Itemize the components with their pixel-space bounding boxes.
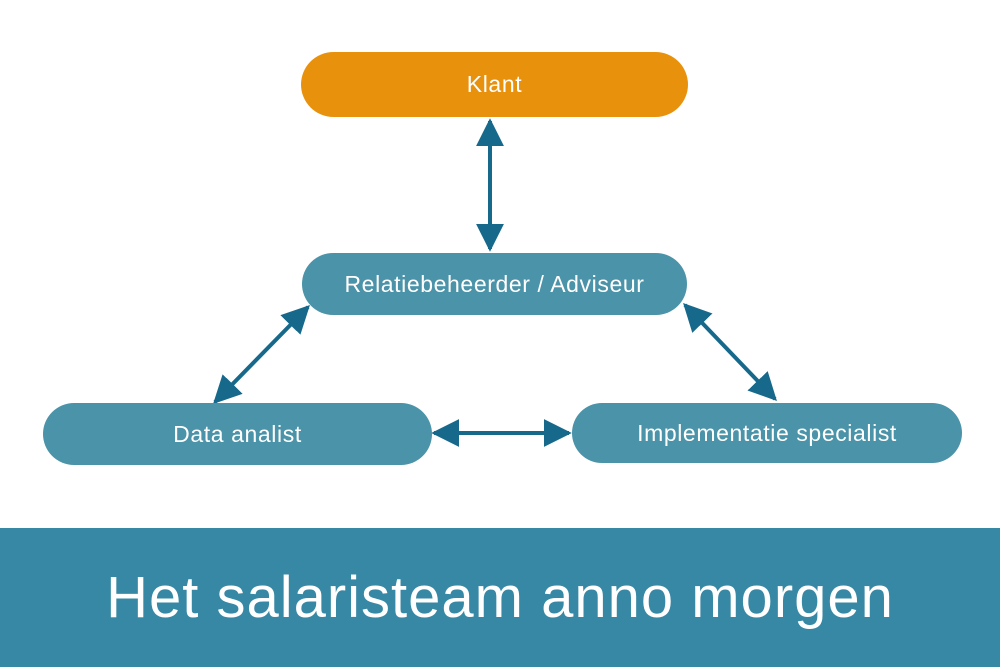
- node-relatiebeheerder-adviseur-label: Relatiebeheerder / Adviseur: [344, 270, 645, 297]
- banner-title: Het salaristeam anno morgen: [106, 565, 894, 630]
- node-relatiebeheerder-adviseur: Relatiebeheerder / Adviseur: [302, 253, 687, 315]
- node-implementatie-specialist-label: Implementatie specialist: [637, 419, 897, 446]
- node-klant-label: Klant: [466, 71, 523, 97]
- node-klant: Klant: [301, 52, 688, 117]
- node-implementatie-specialist: Implementatie specialist: [572, 403, 962, 463]
- node-data-analist: Data analist: [43, 403, 432, 465]
- node-data-analist-label: Data analist: [173, 420, 302, 447]
- arrow-relatiebeheerder-implementatie: [683, 302, 777, 402]
- arrow-relatiebeheerder-data-analist: [213, 304, 310, 405]
- footer-banner: Het salaristeam anno morgen: [0, 528, 1000, 667]
